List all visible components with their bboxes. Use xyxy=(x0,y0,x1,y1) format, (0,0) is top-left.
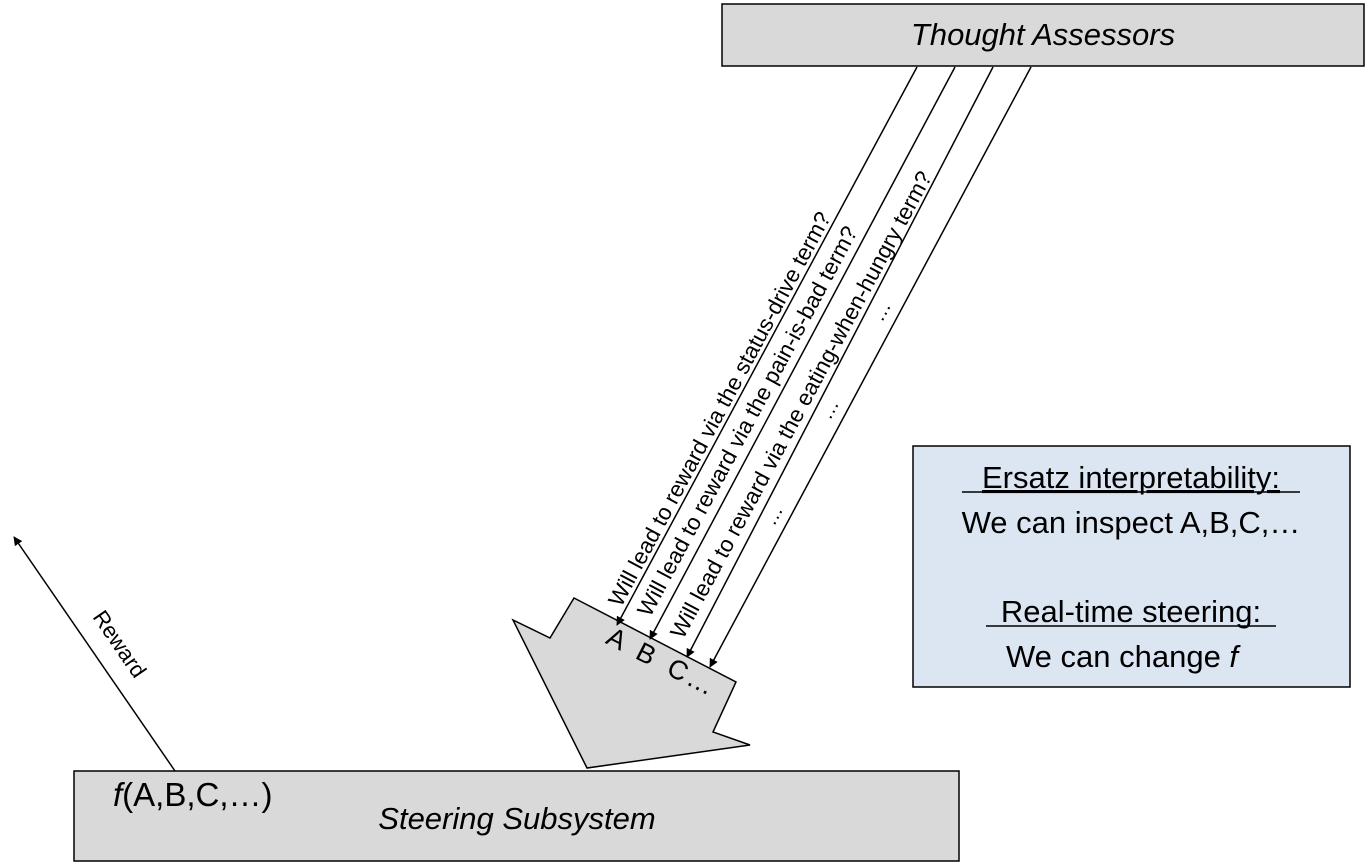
info-line-inspect: We can inspect A,B,C,… xyxy=(962,505,1301,540)
function-expression: f(A,B,C,…) xyxy=(113,776,273,813)
info-box: Ersatz interpretability: We can inspect … xyxy=(912,445,1351,688)
signal-line-etc xyxy=(709,66,1032,668)
thought-assessors-label: Thought Assessors xyxy=(911,17,1175,52)
reward-label: Reward xyxy=(88,606,152,683)
signal-line-c xyxy=(686,66,994,658)
info-heading-interpretability: Ersatz interpretability: xyxy=(982,460,1280,495)
signal-labels: Will lead to reward via the status-drive… xyxy=(603,167,937,642)
signal-label-pain-is-bad: Will lead to reward via the pain-is-bad … xyxy=(632,222,862,620)
big-down-arrow: A B C … xyxy=(511,597,751,769)
reward-arrow: Reward xyxy=(13,536,176,772)
signal-ellipsis-1: … xyxy=(759,501,788,529)
signal-line-b xyxy=(649,66,956,640)
signal-line-a xyxy=(616,66,918,626)
thought-assessors-box: Thought Assessors xyxy=(721,3,1365,67)
info-line-change: We can change f xyxy=(1006,639,1241,674)
signal-ellipsis-2: … xyxy=(815,395,844,423)
info-line-change-prefix: We can change xyxy=(1006,639,1229,674)
info-heading-steering: Real-time steering: xyxy=(1001,594,1261,629)
steering-subsystem-label: Steering Subsystem xyxy=(378,801,655,836)
signal-lines xyxy=(616,66,1032,668)
function-args: (A,B,C,…) xyxy=(122,776,272,813)
steering-subsystem-box: Steering Subsystem f(A,B,C,…) xyxy=(73,770,960,862)
